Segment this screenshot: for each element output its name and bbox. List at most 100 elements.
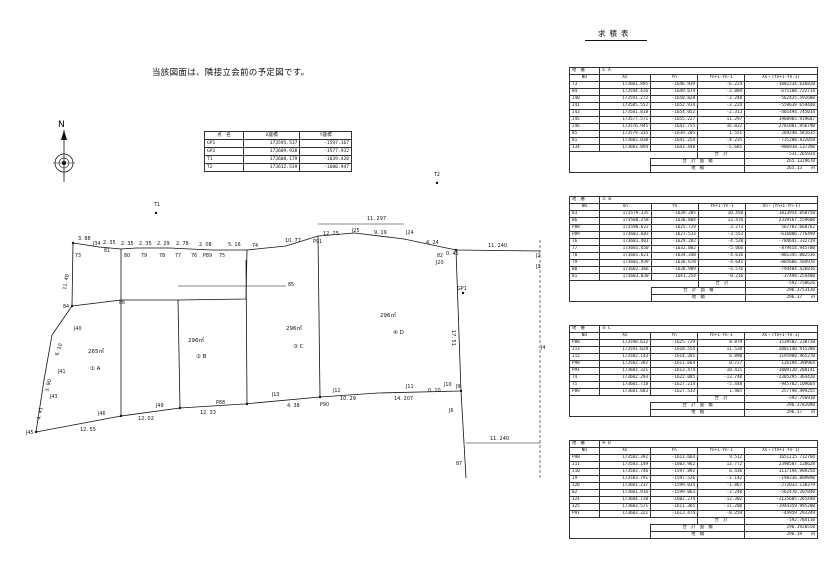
cell: 81 [569,137,600,145]
north-arrow-icon: N [53,120,75,182]
column-header: NO [569,203,600,211]
cell: 16.022 [697,123,746,131]
cell: -0.259 [697,510,746,518]
lot-header-right: ④ D [598,440,819,448]
cell: -1630.804 [650,217,699,225]
dim-bottom-a: 12. 55 [80,427,96,433]
lot-header-left: 地 番 [569,440,600,448]
cell: -6.224 [697,81,746,89]
cell: 3.271 [697,224,747,232]
right-extension-upper [455,249,541,252]
point-label: 73 [75,253,81,259]
dim-top-seg: 12. 25 [323,231,339,237]
total-area-value: 296.3753130 [745,287,818,295]
cell: J11 [569,461,600,469]
cell: 1539582.230738 [744,339,818,347]
cell: -3.553 [697,231,747,239]
cell: 173601.621 [598,252,652,260]
dim-top-seg: 10. 77 [285,238,301,244]
cell: J43 [569,109,600,117]
cell: -1599.034 [650,482,699,490]
cell: 173603.321 [598,510,652,518]
cell: 173601.450 [598,245,652,253]
cell: 86 [569,217,600,225]
cell: 79 [569,259,600,267]
cell: -562435.591680 [744,95,818,103]
dim-bottom-b: 12. 02 [138,416,154,422]
column-header: Xn [598,74,652,82]
cell: 173601.939 [598,259,652,267]
cell: 1.551 [697,130,746,138]
dim-left-vert1: 11. 48 [62,274,71,291]
point-label: J10 [443,382,452,388]
cell: 6.436 [697,468,746,476]
cell: 173601.916 [598,489,652,497]
column-header: Xn [598,203,652,211]
cell: -11.200 [697,503,746,511]
lot-header-left: 地 番 [569,67,600,75]
cell: -1650.828 [650,95,699,103]
cell: -1597.526 [650,475,699,483]
lot-header-left: 地 番 [569,325,600,333]
cell: P89 [569,231,600,239]
land-area-value: 265.13 ㎡ [744,165,818,173]
cell: 126194.398964 [744,360,818,368]
cell: -1613.474 [650,510,699,518]
cell: -616806.776499 [745,231,818,239]
sum-label: 合 計 [697,280,747,288]
sum-value: -592.756918 [744,395,818,403]
point-marker [245,402,249,406]
cell: 173579.335 [598,210,652,218]
cell: -3.889 [697,88,746,96]
cell: -1636.678 [650,259,699,267]
cell: P90 [569,454,600,462]
dim-left-vert4: 4. 41 [36,407,45,421]
dim-left-vert2: 6. 10 [54,343,64,357]
cell: -735208.832050 [744,137,818,145]
dim-bottom-d2: 10. 29 [340,396,356,402]
cell: -1627.214 [650,381,699,389]
cell: 73 [569,81,600,89]
lot-header-right: ① A [598,67,819,75]
cell: 84 [569,88,600,96]
point-label: T1 [153,202,160,208]
cell: -2135605.265440 [744,496,818,504]
cell: 1813954.050750 [745,210,818,218]
cell: -1944359.995200 [744,503,818,511]
cell: -1654.052 [650,109,699,117]
point-marker [318,395,322,399]
cell: -4.520 [697,238,747,246]
point-marker [459,389,463,393]
point-label: 84 [63,304,69,310]
cell: -1622.085 [650,374,699,382]
cell: J13 [569,346,600,354]
cell: -1.867 [697,482,746,490]
cell: 173583.149 [598,461,652,469]
coord-cell: -1600.947 [299,163,352,172]
dim-right-lower: 11. 240 [490,436,509,442]
cell: 11.297 [697,116,746,124]
lot-c-label: ③ C [293,344,304,350]
cell: J34 [569,144,600,152]
cell: 10.450 [697,210,747,218]
cell: -44959.293349 [744,510,818,518]
cell: -1634.348 [650,252,699,260]
point-marker [34,430,38,434]
cell: -1641.254 [650,137,699,145]
cell: 78 [569,252,600,260]
cell: 81 [569,273,600,281]
cell: 173591.272 [598,95,652,103]
point-marker [178,406,182,410]
column-header: Xn・(Yn+1-Yn-1) [745,203,818,211]
point-label: J49 [155,403,164,409]
lot-b-label: ② B [196,353,207,360]
right-boundary-line [455,249,462,392]
lot-header-left: 地 番 [569,196,600,204]
